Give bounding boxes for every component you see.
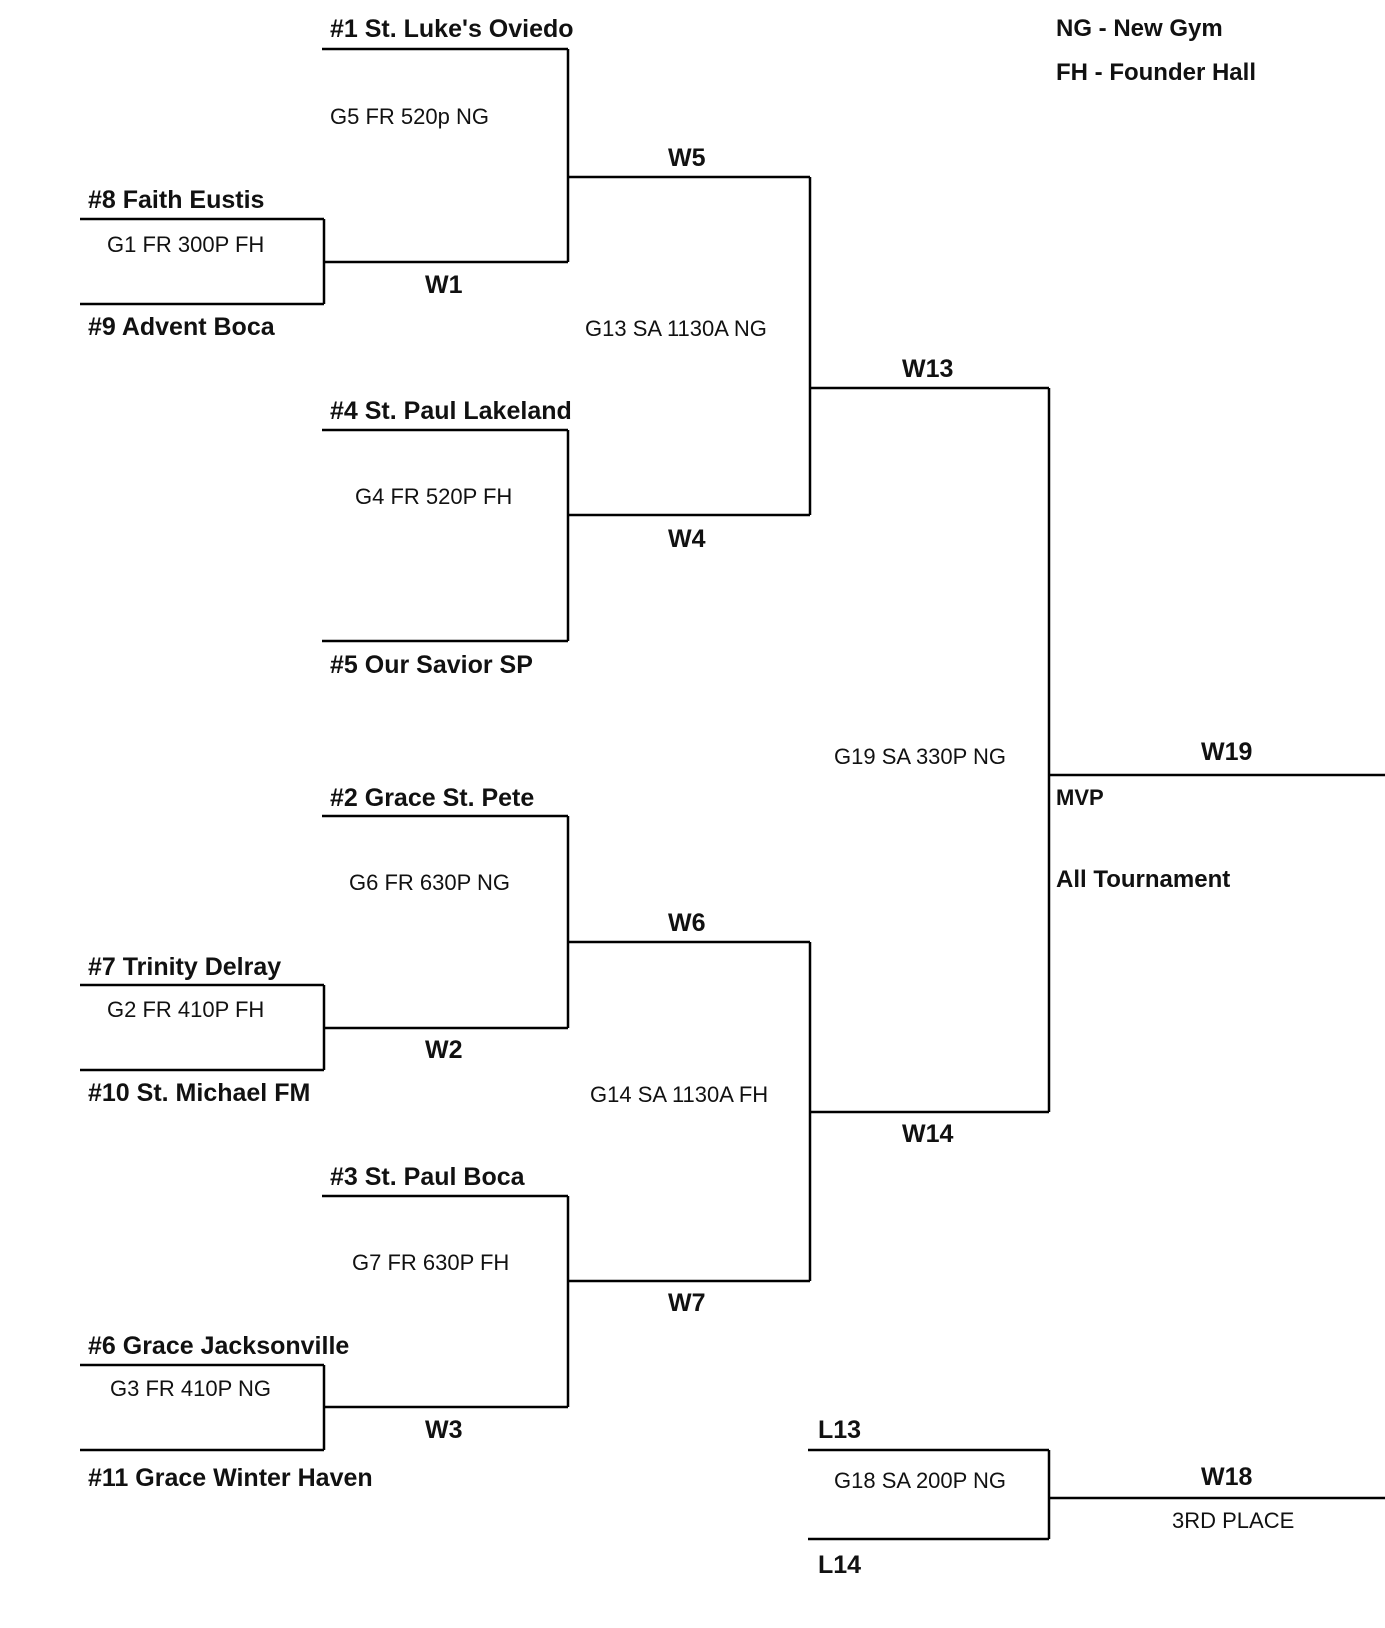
winner-w3: W3 bbox=[425, 1416, 463, 1444]
team-9: #9 Advent Boca bbox=[88, 313, 275, 341]
winner-w1: W1 bbox=[425, 271, 463, 299]
winner-w6: W6 bbox=[668, 909, 706, 937]
game-g7: G7 FR 630P FH bbox=[352, 1250, 510, 1275]
legend-fh: FH - Founder Hall bbox=[1056, 59, 1256, 86]
game-g1: G1 FR 300P FH bbox=[107, 232, 265, 257]
winner-w18: W18 bbox=[1201, 1463, 1253, 1491]
award-third-place: 3RD PLACE bbox=[1172, 1508, 1295, 1533]
game-g6: G6 FR 630P NG bbox=[349, 870, 510, 895]
game-g18: G18 SA 200P NG bbox=[834, 1468, 1007, 1493]
loser-l14: L14 bbox=[818, 1551, 862, 1579]
game-g13: G13 SA 1130A NG bbox=[585, 316, 767, 341]
team-5: #5 Our Savior SP bbox=[330, 651, 533, 679]
team-3: #3 St. Paul Boca bbox=[330, 1163, 525, 1191]
team-8: #8 Faith Eustis bbox=[88, 186, 265, 214]
loser-l13: L13 bbox=[818, 1416, 862, 1444]
game-g2: G2 FR 410P FH bbox=[107, 997, 265, 1022]
team-7: #7 Trinity Delray bbox=[88, 953, 282, 981]
winner-w4: W4 bbox=[668, 525, 706, 553]
team-11: #11 Grace Winter Haven bbox=[88, 1464, 373, 1492]
winner-w13: W13 bbox=[902, 355, 954, 383]
game-g5: G5 FR 520p NG bbox=[330, 104, 489, 129]
team-2: #2 Grace St. Pete bbox=[330, 784, 535, 812]
award-all-tournament: All Tournament bbox=[1056, 866, 1231, 893]
winner-w5: W5 bbox=[668, 144, 706, 172]
game-g4: G4 FR 520P FH bbox=[355, 484, 513, 509]
legend-ng: NG - New Gym bbox=[1056, 15, 1223, 42]
team-6: #6 Grace Jacksonville bbox=[88, 1332, 350, 1360]
winner-w14: W14 bbox=[902, 1120, 954, 1148]
game-g14: G14 SA 1130A FH bbox=[590, 1082, 769, 1107]
team-10: #10 St. Michael FM bbox=[88, 1079, 311, 1107]
game-g3: G3 FR 410P NG bbox=[110, 1376, 271, 1401]
winner-w7: W7 bbox=[668, 1289, 706, 1317]
winner-w19: W19 bbox=[1201, 738, 1253, 766]
winner-w2: W2 bbox=[425, 1036, 463, 1064]
game-g19: G19 SA 330P NG bbox=[834, 744, 1007, 769]
team-1: #1 St. Luke's Oviedo bbox=[330, 15, 574, 43]
team-4: #4 St. Paul Lakeland bbox=[330, 397, 572, 425]
award-mvp: MVP bbox=[1056, 785, 1104, 810]
